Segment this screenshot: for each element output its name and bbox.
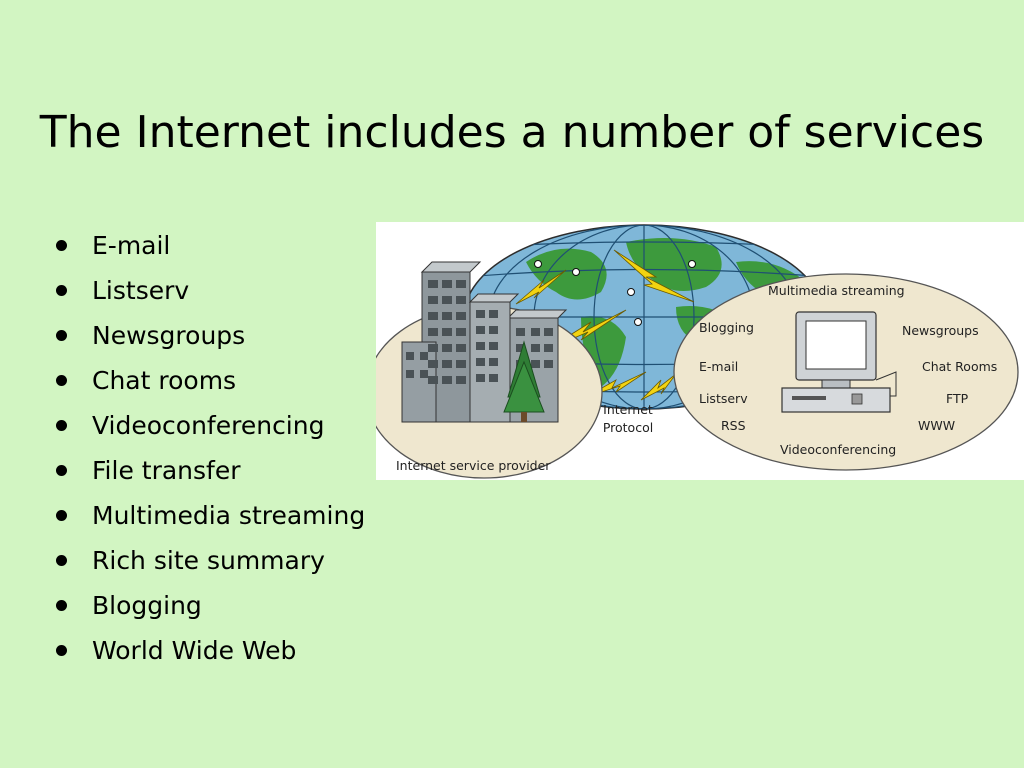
- service-label-blogging: Blogging: [699, 320, 754, 335]
- service-label-chatrooms: Chat Rooms: [922, 359, 997, 374]
- internet-services-diagram: Internet service provider Internet Proto…: [376, 222, 1024, 480]
- diagram-svg: Internet service provider Internet Proto…: [376, 224, 1019, 479]
- protocol-label-line2: Protocol: [603, 420, 653, 435]
- slide-title: The Internet includes a number of servic…: [39, 107, 985, 159]
- service-label-ftp: FTP: [946, 391, 969, 406]
- bullet-item: File transfer: [56, 448, 365, 493]
- protocol-label-line1: Internet: [603, 402, 653, 417]
- computer-icon: [781, 311, 897, 413]
- tree-icon: [503, 340, 545, 422]
- service-label-www: WWW: [918, 418, 955, 433]
- bullet-item: Newsgroups: [56, 313, 365, 358]
- services-bullet-list: E-mail Listserv Newsgroups Chat rooms Vi…: [56, 223, 365, 673]
- service-label-listserv: Listserv: [699, 391, 748, 406]
- service-label-rss: RSS: [721, 418, 746, 433]
- bullet-item: World Wide Web: [56, 628, 365, 673]
- bullet-item: Videoconferencing: [56, 403, 365, 448]
- service-label-videoconf: Videoconferencing: [780, 442, 896, 457]
- bullet-item: Multimedia streaming: [56, 493, 365, 538]
- service-label-multimedia: Multimedia streaming: [768, 283, 905, 298]
- bullet-item: Rich site summary: [56, 538, 365, 583]
- provider-label: Internet service provider: [396, 458, 551, 473]
- bullet-item: Chat rooms: [56, 358, 365, 403]
- bullet-item: E-mail: [56, 223, 365, 268]
- bullet-item: Blogging: [56, 583, 365, 628]
- bullet-item: Listserv: [56, 268, 365, 313]
- service-label-email: E-mail: [699, 359, 738, 374]
- service-label-newsgroups: Newsgroups: [902, 323, 979, 338]
- office-building-icon: [401, 261, 568, 423]
